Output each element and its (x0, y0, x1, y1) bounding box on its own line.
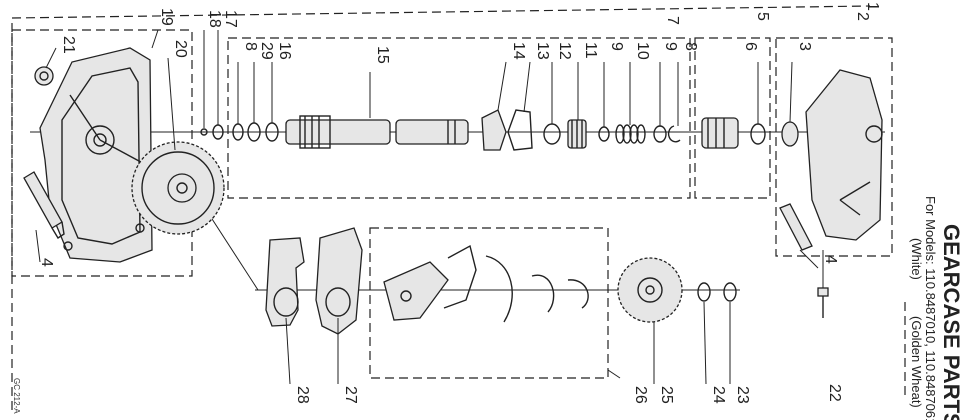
callout-17: 17 (222, 10, 239, 28)
callout-4-left: 4 (38, 258, 55, 267)
large-gear (131, 141, 225, 235)
clutch-block (481, 109, 533, 151)
callout-16: 16 (276, 42, 293, 60)
group-box-7 (227, 37, 691, 199)
link-27 (315, 227, 363, 335)
title-block: GEARCASE PARTS For Models: 110.8487010, … (909, 196, 964, 420)
outer-frame (11, 5, 906, 410)
callout-15: 15 (374, 46, 391, 64)
callout-9-right: 9 (662, 42, 679, 51)
cam-assembly-26 (383, 244, 589, 323)
clip-8-right (667, 125, 681, 143)
callout-1: 1 (864, 2, 881, 11)
group-box-2 (775, 37, 893, 257)
callout-8-right: 8 (682, 42, 699, 51)
callout-19: 19 (158, 8, 175, 26)
ring-12 (543, 123, 561, 145)
small-gear-11 (567, 119, 587, 149)
callouts: 1 2 3 4 4 5 6 7 8 8 9 9 10 11 12 13 14 1… (38, 2, 881, 404)
page-title: GEARCASE PARTS (939, 224, 964, 420)
callout-7: 7 (664, 16, 681, 25)
callout-22: 22 (826, 384, 843, 402)
bearing-6 (750, 123, 766, 145)
callout-8-left: 8 (242, 42, 259, 51)
fork-28 (265, 237, 305, 327)
gearcase-cover (805, 69, 883, 241)
callout-5: 5 (754, 12, 771, 21)
callout-4-right: 4 (822, 255, 839, 264)
callout-27: 27 (342, 386, 359, 404)
washer-24 (697, 282, 711, 302)
drive-shaft (285, 115, 469, 149)
callout-13: 13 (534, 42, 551, 60)
ring-9-left (598, 126, 610, 142)
callout-9-left: 9 (608, 42, 625, 51)
callout-11: 11 (582, 42, 599, 59)
models-line: For Models: 110.8487010, 110.8487061 (923, 196, 938, 420)
leader-lines (35, 29, 819, 385)
big-gear-25 (617, 257, 683, 323)
spring-10 (615, 124, 646, 144)
variant-white: (White) (909, 238, 924, 280)
seal-washer (34, 66, 54, 86)
variant-golden-wheat: (Golden Wheat) (909, 316, 924, 408)
callout-29: 29 (258, 42, 275, 60)
lubricant-tube-right (779, 203, 813, 251)
screw-22 (817, 250, 829, 318)
pinion-gear (701, 117, 739, 149)
callout-26: 26 (632, 386, 649, 404)
group-box-5 (694, 37, 771, 199)
callout-20: 20 (172, 40, 189, 58)
ring-23 (723, 282, 737, 302)
group-box-26 (369, 227, 609, 379)
figure-reference: GC 212-A (12, 378, 21, 414)
callout-23: 23 (734, 386, 751, 404)
callout-25: 25 (658, 386, 675, 404)
callout-3: 3 (796, 42, 813, 51)
callout-28: 28 (294, 386, 311, 404)
ring-9-right (653, 125, 667, 143)
callout-2: 2 (854, 12, 871, 21)
callout-10: 10 (634, 42, 651, 60)
callout-21: 21 (60, 36, 77, 54)
seal-3 (781, 121, 799, 147)
gear-housing (39, 47, 166, 263)
callout-12: 12 (556, 42, 573, 60)
callout-18: 18 (206, 10, 223, 28)
lubricant-tube-left (23, 171, 65, 239)
callout-14: 14 (510, 42, 527, 60)
ball-18 (200, 128, 208, 136)
callout-24: 24 (710, 386, 727, 404)
callout-6: 6 (742, 42, 759, 51)
